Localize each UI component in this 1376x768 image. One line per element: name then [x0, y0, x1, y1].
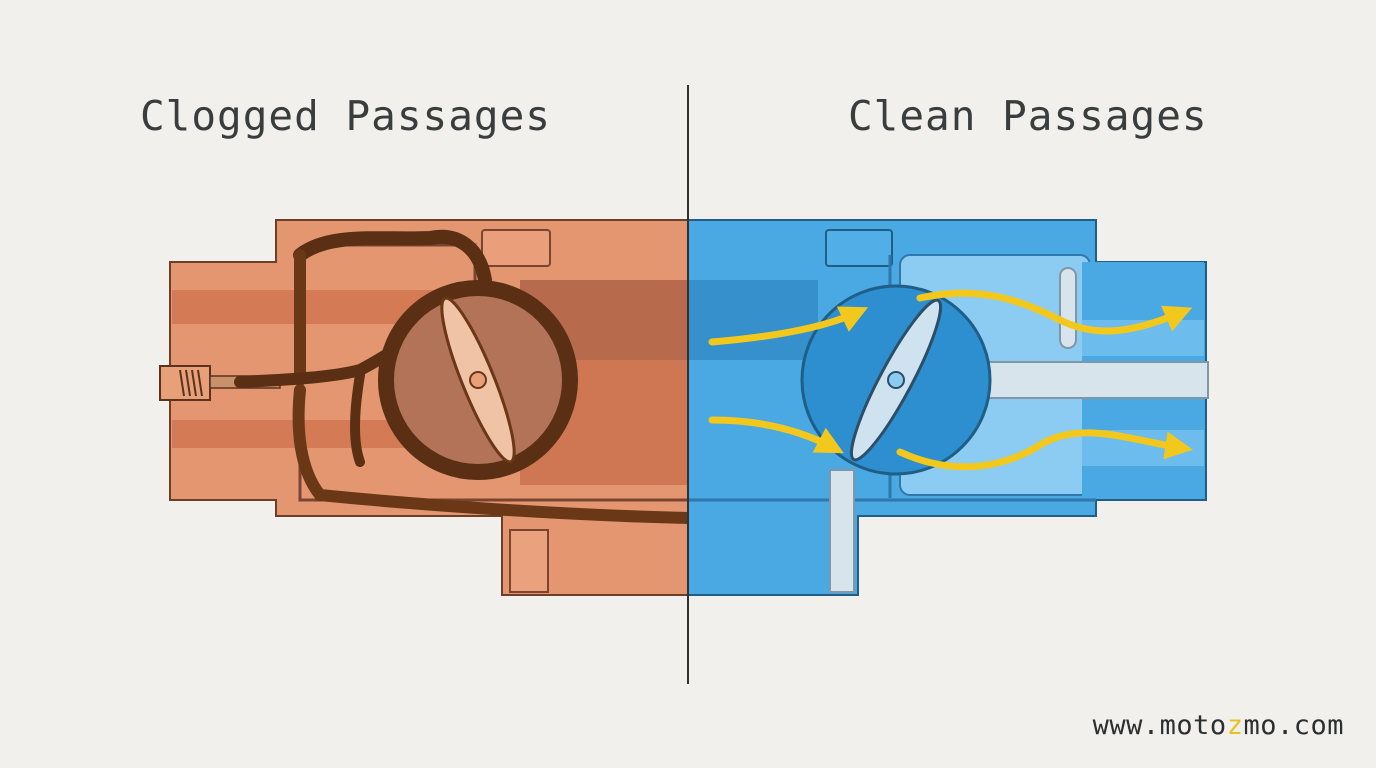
clean-throttle-bore [800, 284, 992, 476]
airflow-arrows [708, 289, 1194, 471]
clean-throttle-body [688, 219, 1209, 596]
clean-passages-title: Clean Passages [848, 92, 1208, 140]
clogged-throttle-body [159, 219, 688, 596]
clogged-passages-title: Clogged Passages [140, 92, 551, 140]
clean-vertical-tube [829, 469, 855, 593]
website-watermark: www.motozmo.com [1092, 710, 1344, 741]
clogged-throttle-bore [378, 280, 578, 480]
